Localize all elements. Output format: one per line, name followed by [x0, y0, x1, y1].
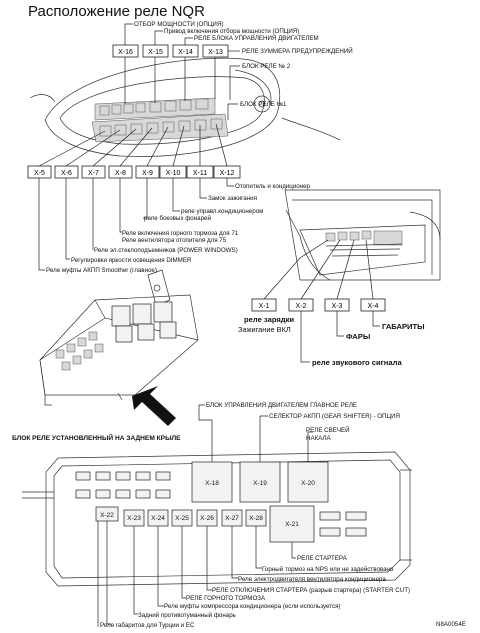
label-ac-fan: Реле электродвигателя вентилятора кондиц… — [238, 576, 386, 583]
svg-text:X-15: X-15 — [148, 49, 163, 56]
label-block2: БЛОК РЕЛЕ № 2 — [242, 63, 291, 70]
label-ac-relay: реле управл.кондиционером — [181, 208, 263, 215]
svg-text:X-14: X-14 — [178, 49, 193, 56]
svg-text:X-21: X-21 — [285, 521, 299, 528]
top-relay-x16: X-16 — [112, 44, 139, 58]
label-side-lights: реле боковых фонарей — [144, 215, 211, 222]
rear-block-caption: БЛОК РЕЛЕ УСТАНОВЛЕННЫЙ НА ЗАДНЕМ КРЫЛЕ — [12, 433, 181, 442]
svg-text:X-5: X-5 — [34, 170, 45, 177]
label-block1: БЛОК РЕЛЕ №1 — [240, 101, 287, 108]
label-fog-rear: Задний противотуманный фонарь — [138, 612, 236, 619]
glovebox-drawing — [284, 189, 441, 281]
top-relay-x14: X-14 — [172, 44, 199, 58]
row-relay-x10: X-10 — [159, 165, 187, 179]
label-ignition: Замок зажигания — [208, 195, 257, 202]
label-ecu-relay: РЕЛЕ БЛОКА УПРАВЛЕНИЯ ДВИГАТЕЛЕМ — [194, 35, 319, 42]
relay-x24: X-24 — [147, 509, 169, 527]
svg-text:X-16: X-16 — [118, 49, 133, 56]
top-relay-x15: X-15 — [142, 44, 169, 58]
label-clearance-tr: Реле габаритов для Турции и ЕС — [100, 622, 195, 629]
row-relay-x7: X-7 — [81, 165, 106, 179]
dash-relay-x3: X-3 — [324, 298, 350, 312]
svg-text:X-11: X-11 — [193, 170, 207, 177]
page-title: Расположение реле NQR — [28, 3, 205, 20]
relay-x27: X-27 — [221, 509, 243, 527]
svg-text:X-10: X-10 — [166, 170, 181, 177]
label-buzzer-relay: РЕЛЕ ЗУММЕРА ПРЕДУПРЕЖДЕНИЙ — [242, 47, 353, 55]
upper-dash-drawing — [29, 57, 341, 157]
svg-text:X-24: X-24 — [151, 515, 165, 522]
svg-text:X-6: X-6 — [61, 170, 72, 177]
label-starter-cut: РЕЛЕ ОТКЛЮЧЕНИЯ СТАРТЕРА (разрыв стартер… — [212, 587, 410, 594]
row-relay-x11: X-11 — [186, 165, 214, 179]
svg-text:X-4: X-4 — [368, 303, 379, 310]
label-shifter: СЕЛЕКТОР АКПП (GEAR SHIFTER) - ОПЦИЯ — [269, 413, 400, 420]
svg-text:X-12: X-12 — [220, 170, 235, 177]
relay-x21: X-21 — [269, 505, 315, 543]
svg-text:X-22: X-22 — [100, 512, 114, 519]
relay-x22: X-22 — [95, 506, 119, 522]
relay-x25: X-25 — [171, 509, 193, 527]
label-power-takeoff: ОТБОР МОЩНОСТИ (ОПЦИЯ) — [134, 21, 223, 28]
label-heater: Отопитель и кондиционер — [235, 183, 311, 190]
row-relay-x12: X-12 — [213, 165, 241, 179]
label-ignition-on: Зажигание ВКЛ — [238, 325, 291, 334]
svg-text:X-2: X-2 — [296, 303, 307, 310]
svg-text:X-8: X-8 — [115, 170, 126, 177]
top-relay-x13: X-13 — [202, 44, 229, 58]
relay-x20: X-20 — [287, 461, 329, 503]
label-starter: РЕЛЕ СТАРТЕРА — [297, 555, 348, 562]
row-relay-x9: X-9 — [135, 165, 160, 179]
bottom-relay-block — [22, 451, 412, 587]
dash-relay-x4: X-4 — [360, 298, 386, 312]
relay-x18: X-18 — [191, 461, 233, 503]
svg-text:X-18: X-18 — [205, 480, 219, 487]
label-power-windows: Реле эл.стеклоподъемников (POWER WINDOWS… — [94, 247, 238, 254]
svg-text:X-3: X-3 — [332, 303, 343, 310]
svg-text:X-25: X-25 — [175, 515, 189, 522]
relay-x28: X-28 — [245, 509, 267, 527]
label-ac-clutch: Реле муфты компрессора кондиционера (есл… — [164, 603, 341, 610]
label-clearance: ГАБАРИТЫ — [382, 322, 425, 331]
label-pto-drive: Привод включения отбора мощности (ОПЦИЯ) — [164, 28, 299, 35]
pointer-arrow-icon — [132, 386, 176, 426]
label-ecu-main: БЛОК УПРАВЛЕНИЯ ДВИГАТЕЛЕМ ГЛАВНОЕ РЕЛЕ — [206, 402, 357, 409]
label-dimmer: Регулировки яркости освещения DIMMER — [71, 257, 192, 264]
label-horn: реле звукового сигнала — [312, 358, 402, 367]
dash-relay-x1: X-1 — [251, 298, 277, 312]
label-hill-brake: Реле включения горного тормоза для 71 — [122, 230, 239, 237]
row-relay-x8: X-8 — [108, 165, 133, 179]
svg-text:X-27: X-27 — [225, 515, 239, 522]
label-mountain-brake-nps: Горный тормоз на NPS или не задействован… — [262, 566, 394, 573]
svg-text:X-1: X-1 — [259, 303, 270, 310]
svg-text:X-26: X-26 — [200, 515, 214, 522]
figure-code: N8A0054E — [436, 621, 466, 628]
row-relay-x6: X-6 — [54, 165, 79, 179]
svg-text:X-13: X-13 — [208, 49, 223, 56]
label-glow-plugs-1: РЕЛЕ СВЕЧЕЙ — [306, 426, 350, 434]
svg-text:X-20: X-20 — [301, 480, 315, 487]
label-mountain-brake: РЕЛЕ ГОРНОГО ТОРМОЗА — [186, 595, 266, 602]
dash-relay-x2: X-2 — [288, 298, 314, 312]
label-heater-fan: Реле вентилятора отопителя для 75 — [122, 237, 227, 244]
label-charge: реле зарядки — [244, 315, 294, 324]
relay-x26: X-26 — [196, 509, 218, 527]
svg-text:X-19: X-19 — [253, 480, 267, 487]
row-relay-x5: X-5 — [27, 165, 52, 179]
svg-text:X-23: X-23 — [127, 515, 141, 522]
label-smoother: Реле муфты АКПП Smoother (главное) — [46, 267, 157, 274]
svg-text:X-28: X-28 — [249, 515, 263, 522]
svg-text:X-7: X-7 — [88, 170, 99, 177]
label-headlamps: ФАРЫ — [346, 332, 370, 341]
relay-x19: X-19 — [239, 461, 281, 503]
label-glow-plugs: НАКАЛА — [306, 435, 332, 442]
relay-x23: X-23 — [123, 509, 145, 527]
svg-text:X-9: X-9 — [142, 170, 153, 177]
rear-relay-block-drawing — [39, 269, 199, 406]
